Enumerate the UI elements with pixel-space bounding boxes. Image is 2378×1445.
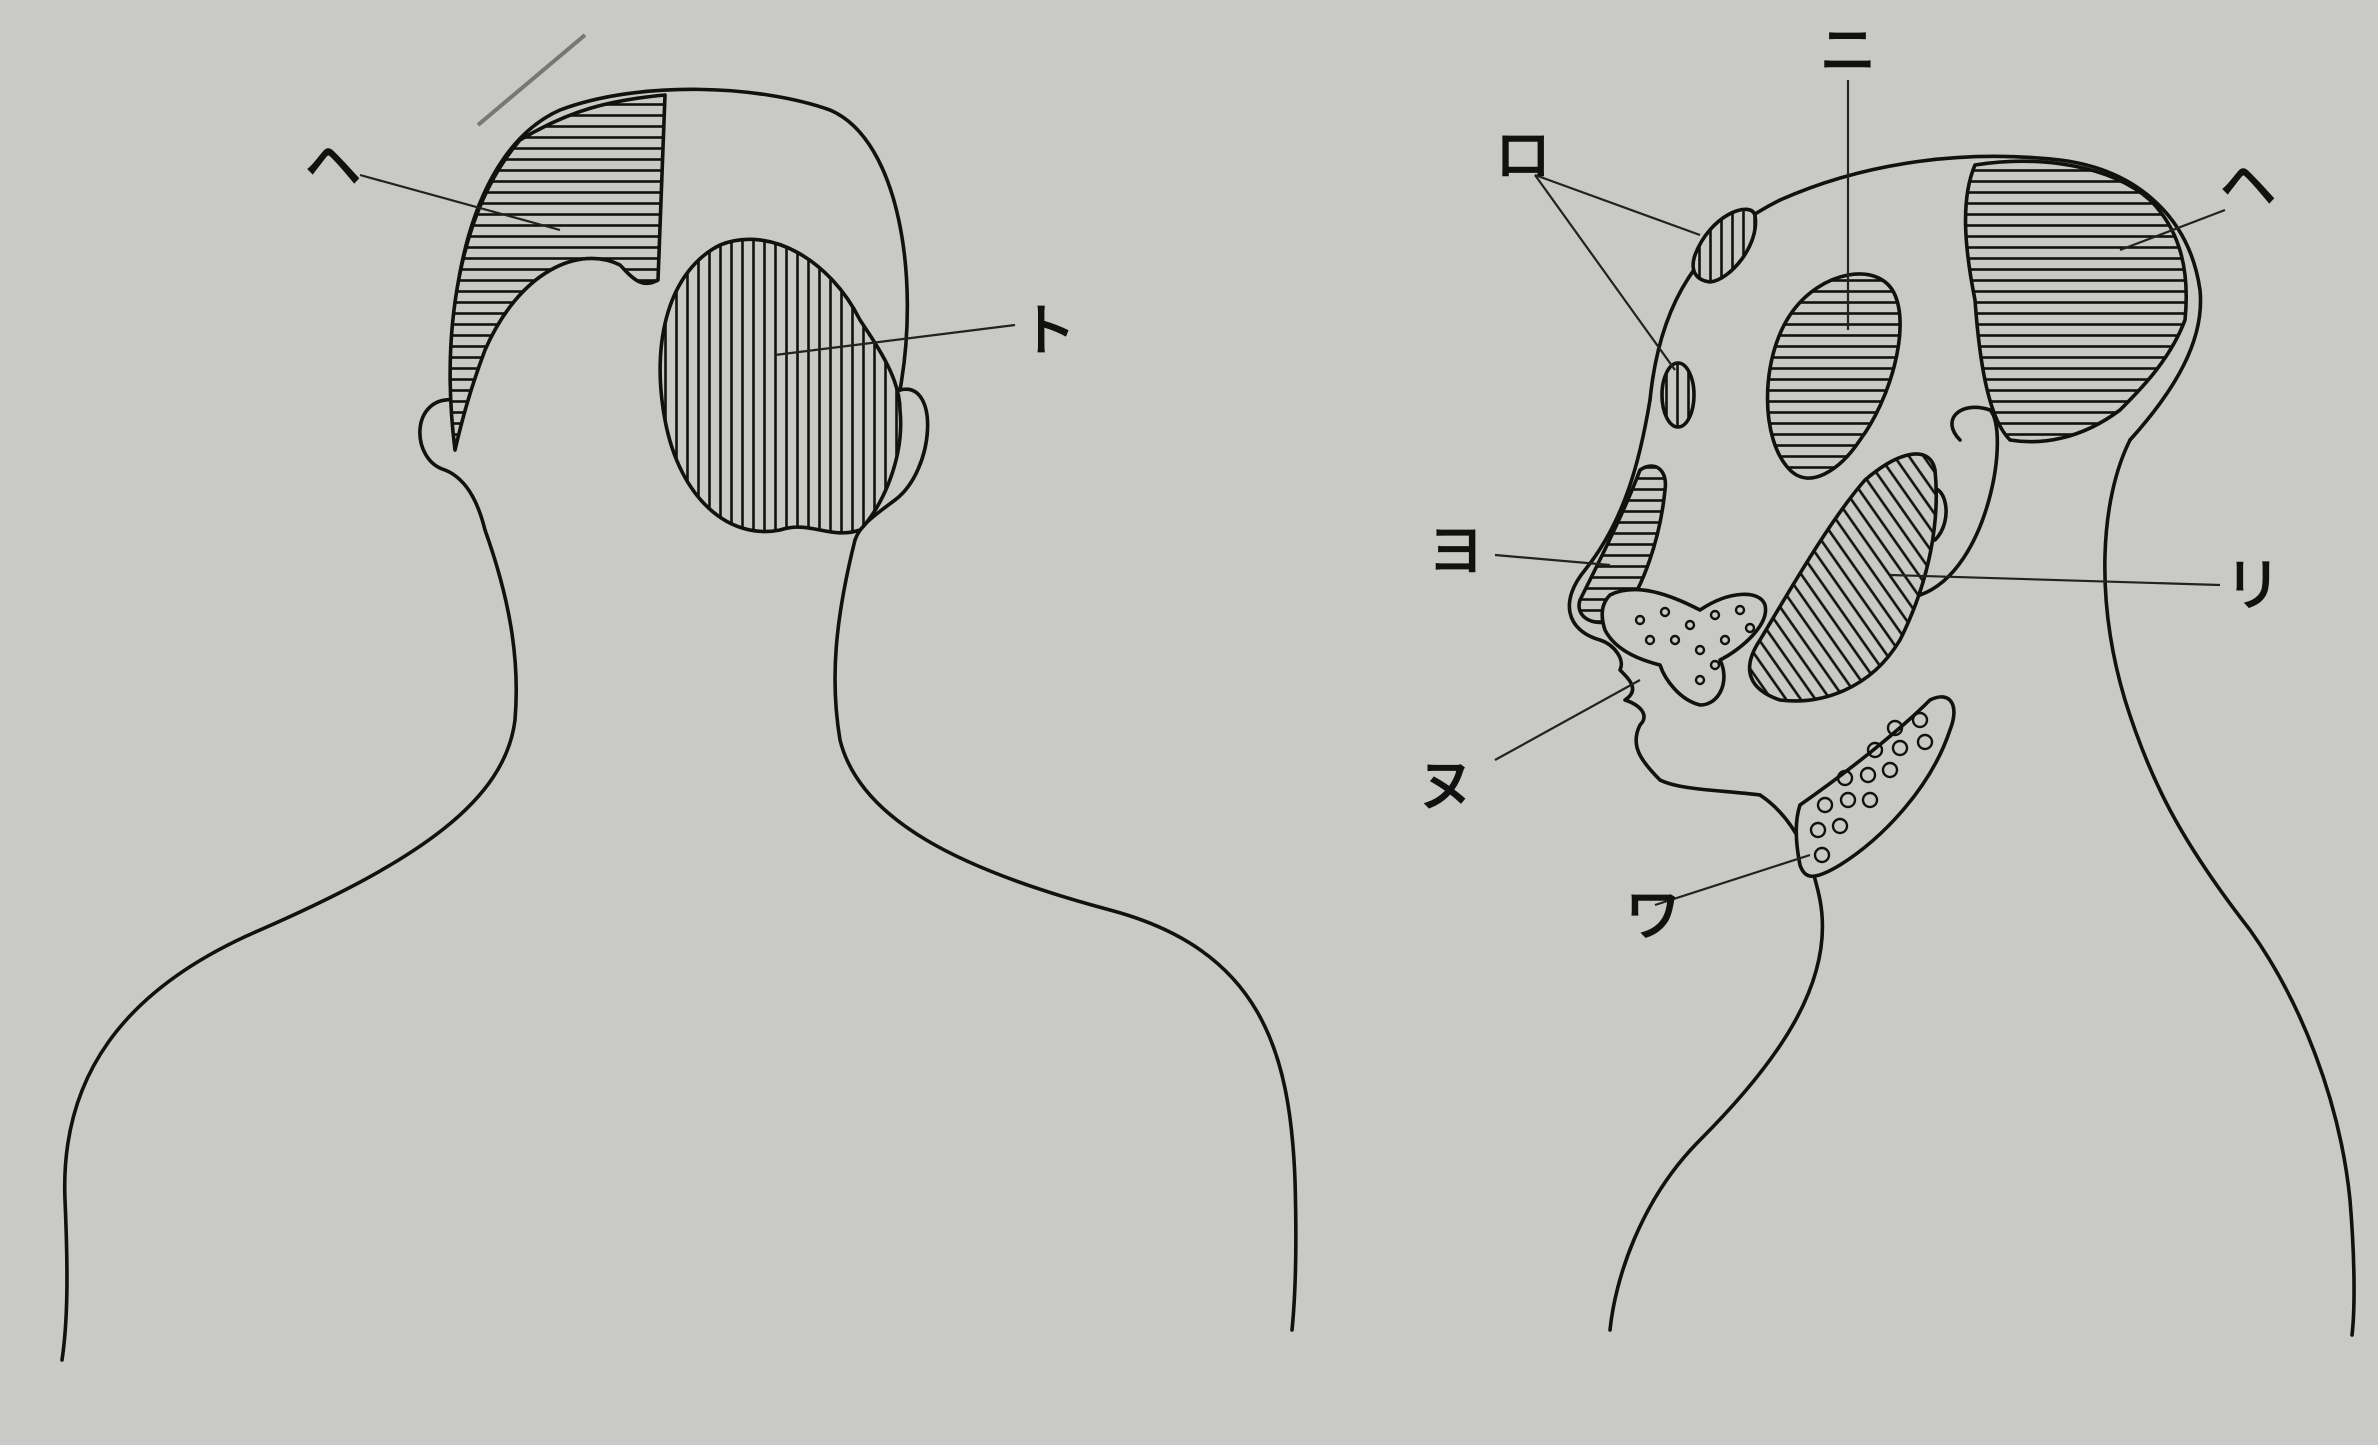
side-view-label-nu: ヌ	[1418, 753, 1474, 819]
side-view-region-ro-lower	[1662, 363, 1694, 427]
back-view-left-neck-shoulder	[62, 530, 516, 1360]
back-view-stray-mark	[478, 35, 585, 125]
back-view-label-to: ト	[1020, 298, 1076, 364]
side-view-label-wa: ワ	[1625, 883, 1681, 949]
side-view-label-ri: リ	[2225, 553, 2281, 619]
side-view-region-ri	[1750, 454, 1937, 701]
side-view-label-yo: ヨ	[1428, 518, 1484, 584]
side-view-region-ni	[1768, 274, 1901, 478]
back-view-figure: ヘ ト	[62, 35, 1296, 1360]
back-view-region-he	[450, 95, 665, 450]
back-view-label-he: ヘ	[305, 133, 361, 199]
side-view-leader-ro-upper	[1535, 175, 1700, 235]
side-view-label-ni: ニ	[1820, 18, 1876, 84]
side-view-front-neck	[1610, 795, 1822, 1330]
side-view-label-he: ヘ	[2220, 153, 2276, 219]
side-view-figure: ロ ニ ヘ ヨ リ ヌ ワ	[1418, 18, 2354, 1335]
side-view-region-ro-upper	[1693, 209, 1755, 282]
back-view-region-to	[660, 239, 901, 533]
back-view-right-neck-shoulder	[835, 540, 1296, 1330]
side-view-label-ro: ロ	[1495, 123, 1551, 189]
side-view-leader-nu	[1495, 680, 1640, 760]
side-view-leader-ro-lower	[1535, 175, 1675, 370]
side-view-region-he	[1966, 161, 2187, 441]
